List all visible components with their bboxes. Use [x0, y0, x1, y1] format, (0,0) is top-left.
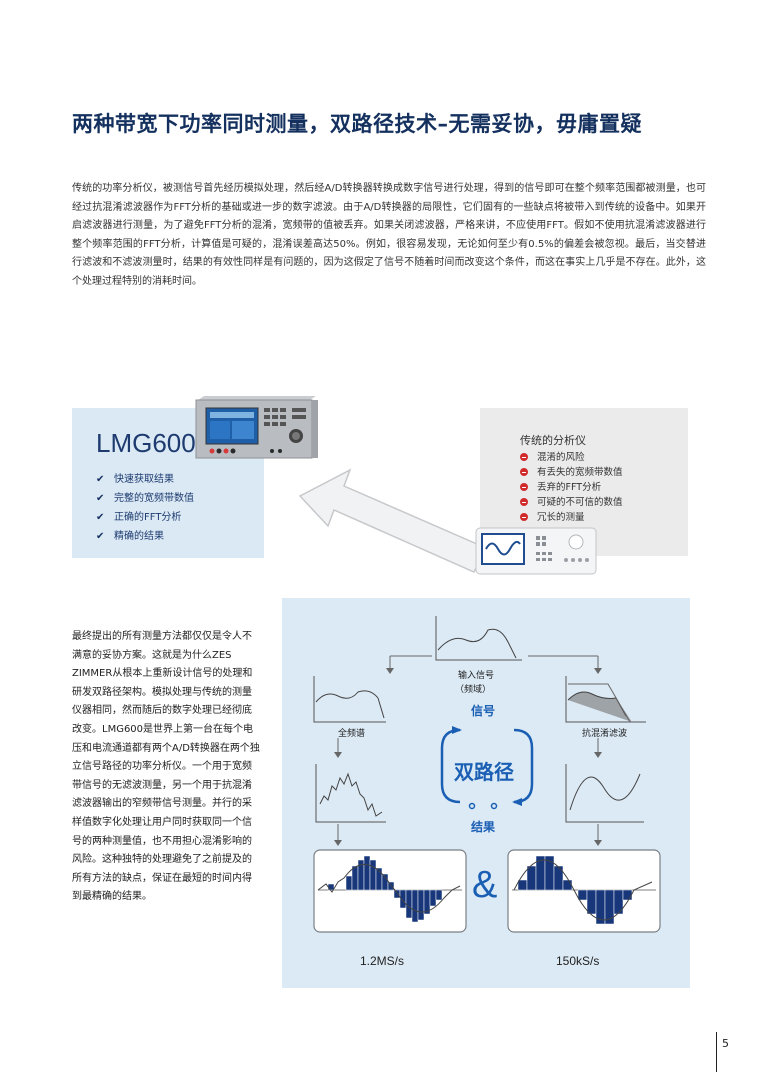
cycle-arrow-head-right	[512, 798, 522, 806]
dual-path-diagram: 输入信号 （频域） 信号 全频谱 抗混淆滤波 双路径 结果 & 1.2MS/s …	[282, 598, 690, 988]
ampersand: &	[472, 864, 498, 906]
dual-path-diagram-graphics	[313, 616, 661, 933]
result-label: 结果	[471, 820, 496, 834]
list-item: 可疑的不可信的数值	[520, 495, 623, 510]
traditional-issues-list: 混淆的风险 有丢失的宽频带数值 丢弃的FFT分析 可疑的不可信的数值 冗长的测量	[520, 450, 623, 525]
anti-alias-filter-label: 抗混淆滤波	[582, 729, 628, 739]
anti-alias-filter-plot	[565, 676, 646, 723]
input-signal-sublabel: （频域）	[455, 685, 492, 695]
lmg600-device-image	[195, 396, 318, 459]
signal-label: 信号	[471, 704, 496, 718]
traditional-analyzer-title: 传统的分析仪	[520, 434, 586, 447]
minus-icon	[520, 498, 528, 506]
input-signal-plot	[435, 616, 522, 661]
page-number: 5	[722, 1037, 729, 1050]
full-spectrum-plot	[313, 676, 386, 723]
dual-path-label: 双路径	[454, 760, 514, 784]
page-number-divider	[716, 1032, 717, 1072]
minus-icon	[520, 483, 528, 491]
sample-rate-right: 150kS/s	[556, 954, 600, 968]
check-icon: ✔	[96, 512, 105, 523]
full-spectrum-label: 全频谱	[338, 729, 366, 739]
lmg600-title: LMG600	[96, 428, 196, 458]
minus-icon	[520, 468, 528, 476]
list-item: 丢弃的FFT分析	[520, 480, 623, 495]
check-icon: ✔	[96, 474, 105, 485]
check-icon: ✔	[96, 493, 105, 504]
list-item: ✔正确的FFT分析	[96, 508, 194, 527]
lmg600-feature-list: ✔快速获取结果 ✔完整的宽频带数值 ✔正确的FFT分析 ✔精确的结果	[96, 470, 194, 546]
body-paragraph: 最终提出的所有测量方法都仅仅是令人不满意的妥协方案。这就是为什么ZES ZIMM…	[72, 631, 260, 903]
narrowband-result-plot	[507, 849, 661, 933]
intro-paragraph: 传统的功率分析仪，被测信号首先经历模拟处理，然后经A/D转换器转换成数字信号进行…	[72, 183, 706, 287]
cycle-arrows-icon	[440, 728, 534, 804]
list-item: 有丢失的宽频带数值	[520, 465, 623, 480]
wideband-result-plot	[313, 849, 467, 933]
dot-icon	[490, 802, 498, 810]
list-item: ✔完整的宽频带数值	[96, 489, 194, 508]
minus-icon	[520, 513, 528, 521]
minus-icon	[520, 453, 528, 461]
check-icon: ✔	[96, 531, 105, 542]
comparison-arrow	[298, 468, 488, 573]
sample-rate-left: 1.2MS/s	[360, 954, 405, 968]
cycle-arrow-head-left	[452, 726, 462, 734]
list-item: 混淆的风险	[520, 450, 623, 465]
traditional-analyzer-image	[475, 527, 597, 575]
list-item: ✔快速获取结果	[96, 470, 194, 489]
list-item: ✔精确的结果	[96, 527, 194, 546]
narrowband-time-plot	[565, 764, 644, 823]
flow-arrows	[334, 655, 602, 846]
page-title: 两种带宽下功率同时测量，双路径技术–无需妥协，毋庸置疑	[72, 112, 642, 136]
list-item: 冗长的测量	[520, 510, 623, 525]
wideband-time-plot	[315, 764, 386, 823]
dot-icon	[468, 802, 476, 810]
input-signal-label: 输入信号	[458, 671, 495, 681]
